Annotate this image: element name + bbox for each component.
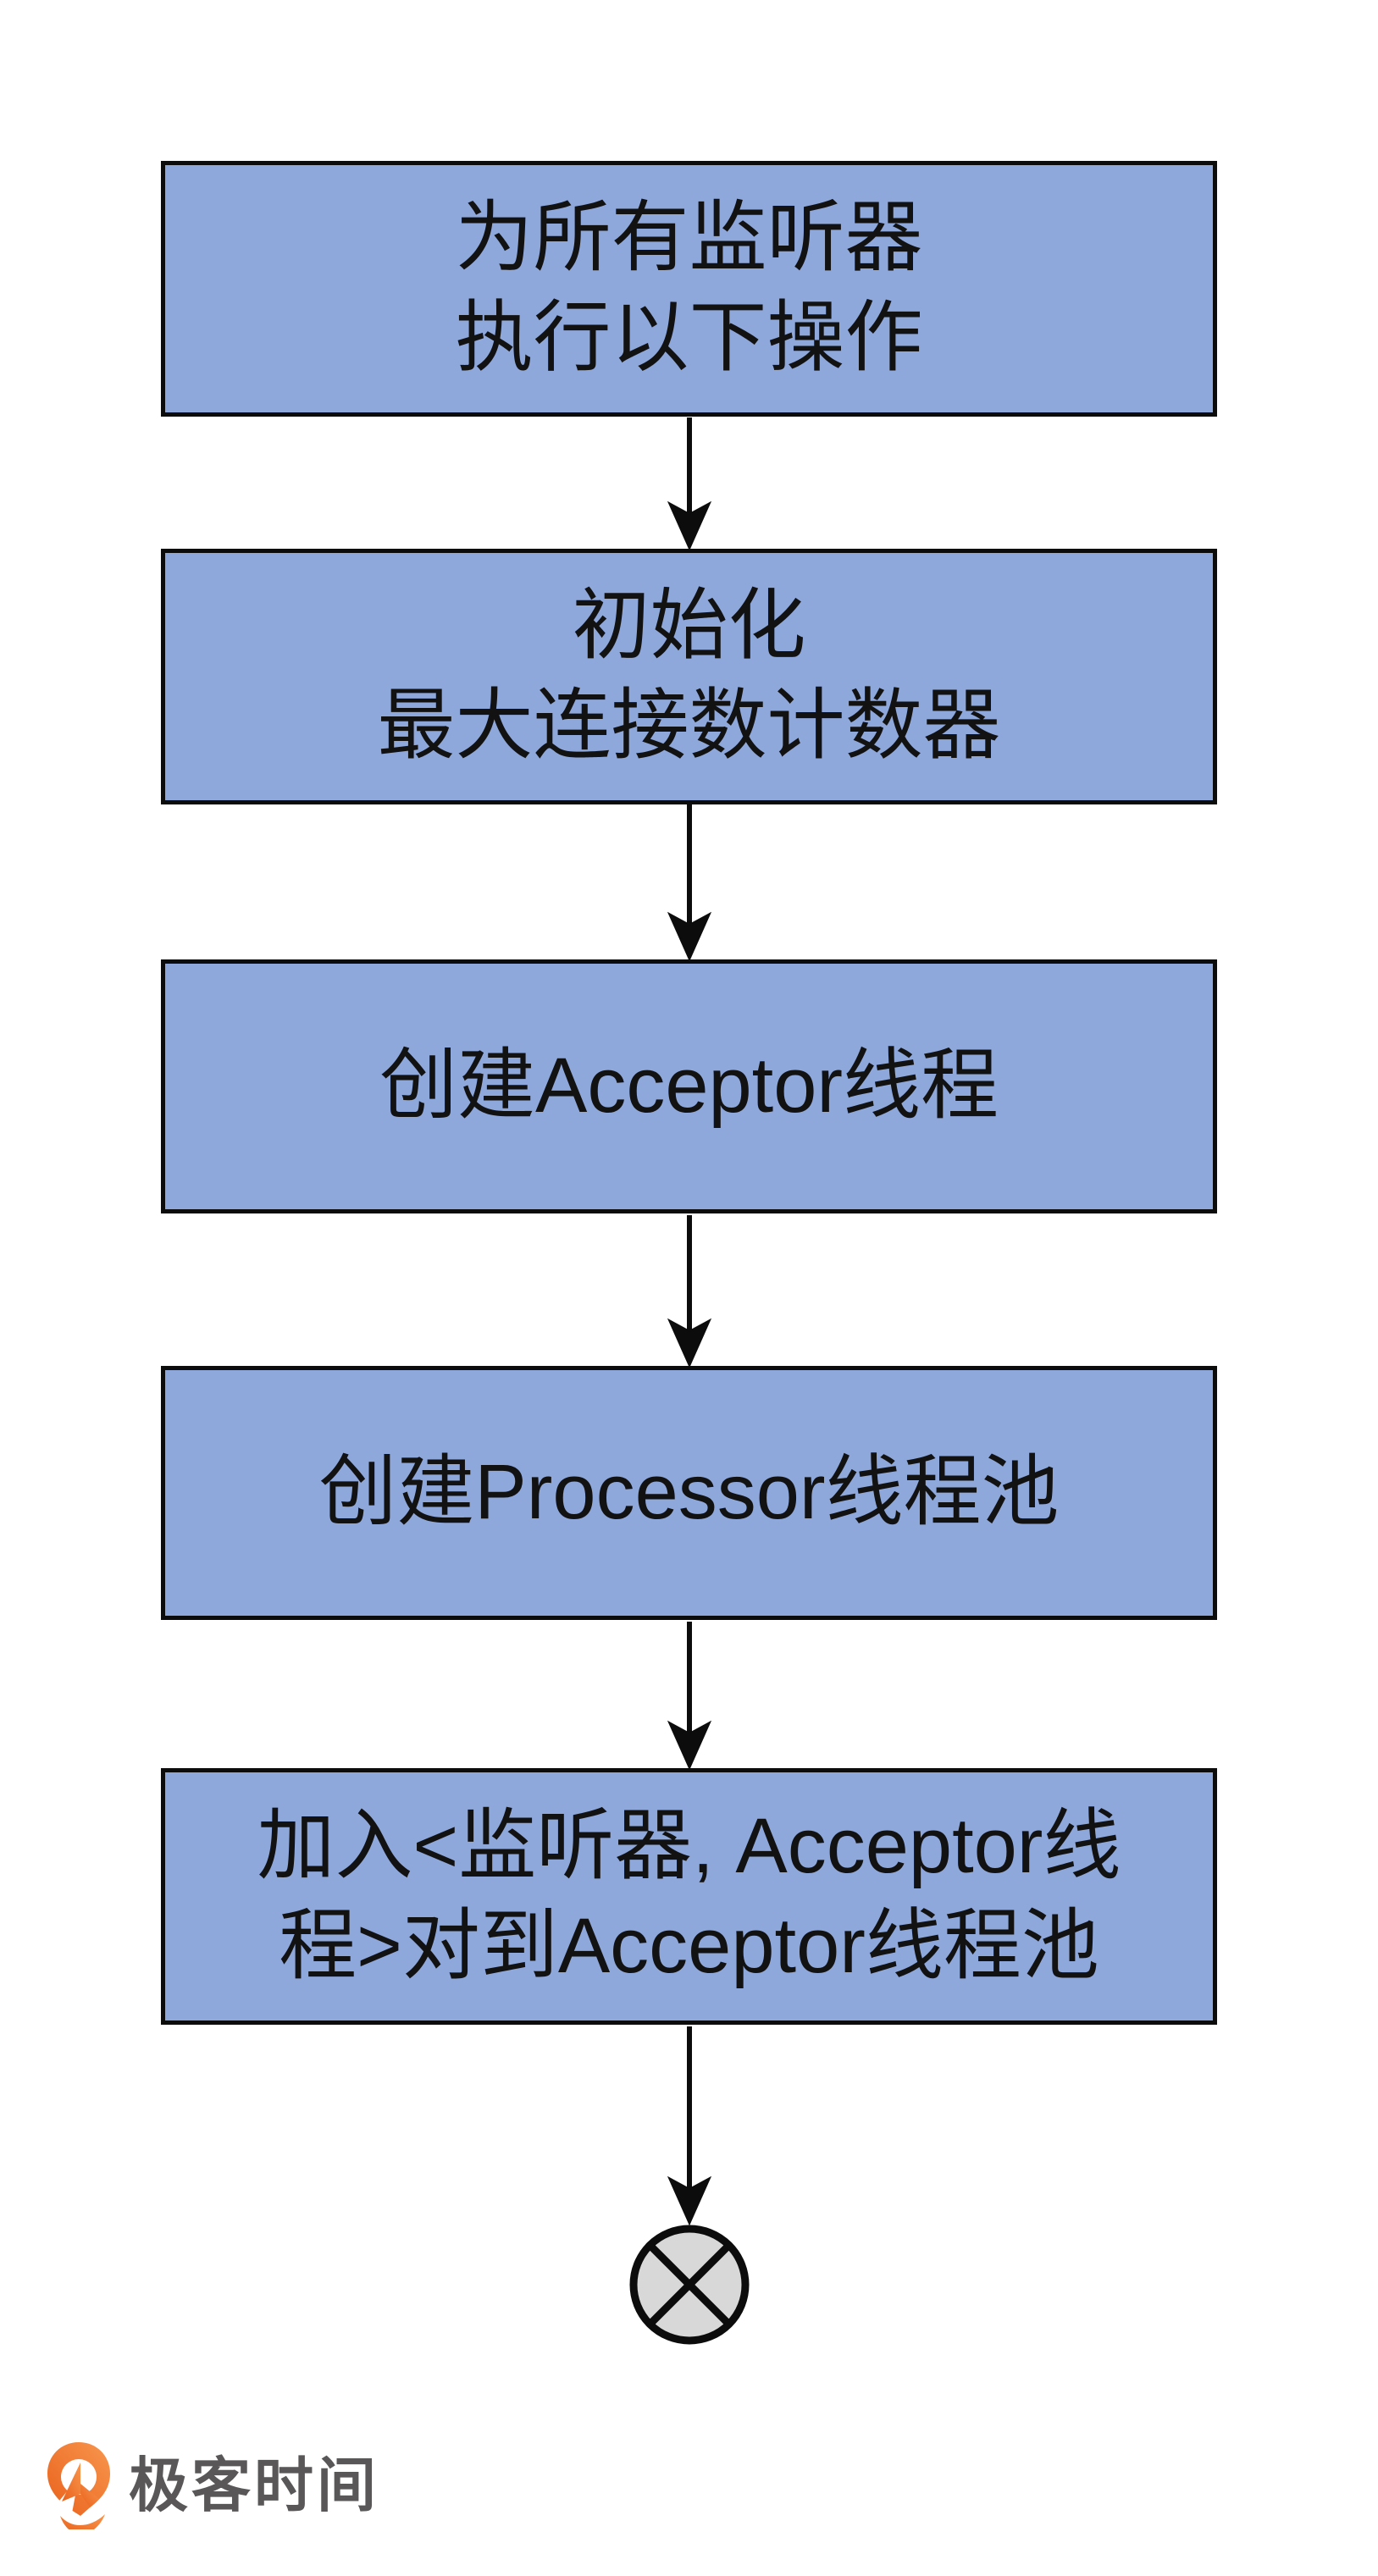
flow-step-add-pair-to-acceptor-pool: 加入<监听器, Acceptor线 程>对到Acceptor线程池 bbox=[161, 1768, 1217, 2025]
flow-step-text-line: 加入<监听器, Acceptor线 bbox=[257, 1802, 1121, 1889]
geektime-pin-icon bbox=[46, 2441, 112, 2535]
arrow-step3-to-step4 bbox=[667, 1215, 712, 1368]
flow-step-create-processor-pool: 创建Processor线程池 bbox=[161, 1366, 1217, 1620]
flow-step-text-line: 最大连接数计数器 bbox=[377, 683, 1001, 769]
flow-step-text-line: 执行以下操作 bbox=[455, 295, 923, 381]
flow-step-text-line: 程>对到Acceptor线程池 bbox=[279, 1902, 1099, 1989]
end-terminator-icon bbox=[629, 2225, 750, 2345]
flow-step-for-all-listeners: 为所有监听器 执行以下操作 bbox=[161, 161, 1217, 417]
geektime-logo-text: 极客时间 bbox=[129, 2452, 379, 2518]
flow-step-create-acceptor-thread: 创建Acceptor线程 bbox=[161, 959, 1217, 1213]
flow-step-text-line: 创建Processor线程池 bbox=[318, 1449, 1060, 1536]
flow-step-text-line: 为所有监听器 bbox=[455, 195, 923, 282]
arrow-step1-to-step2 bbox=[667, 417, 712, 551]
flow-step-text-line: 初始化 bbox=[572, 583, 806, 670]
flow-step-init-max-connections: 初始化 最大连接数计数器 bbox=[161, 549, 1217, 804]
arrow-step5-to-end bbox=[667, 2026, 712, 2226]
geektime-logo: 极客时间 bbox=[46, 2441, 379, 2535]
arrow-step2-to-step3 bbox=[667, 804, 712, 962]
flow-step-text-line: 创建Acceptor线程 bbox=[379, 1042, 999, 1130]
arrow-step4-to-step5 bbox=[667, 1622, 712, 1771]
